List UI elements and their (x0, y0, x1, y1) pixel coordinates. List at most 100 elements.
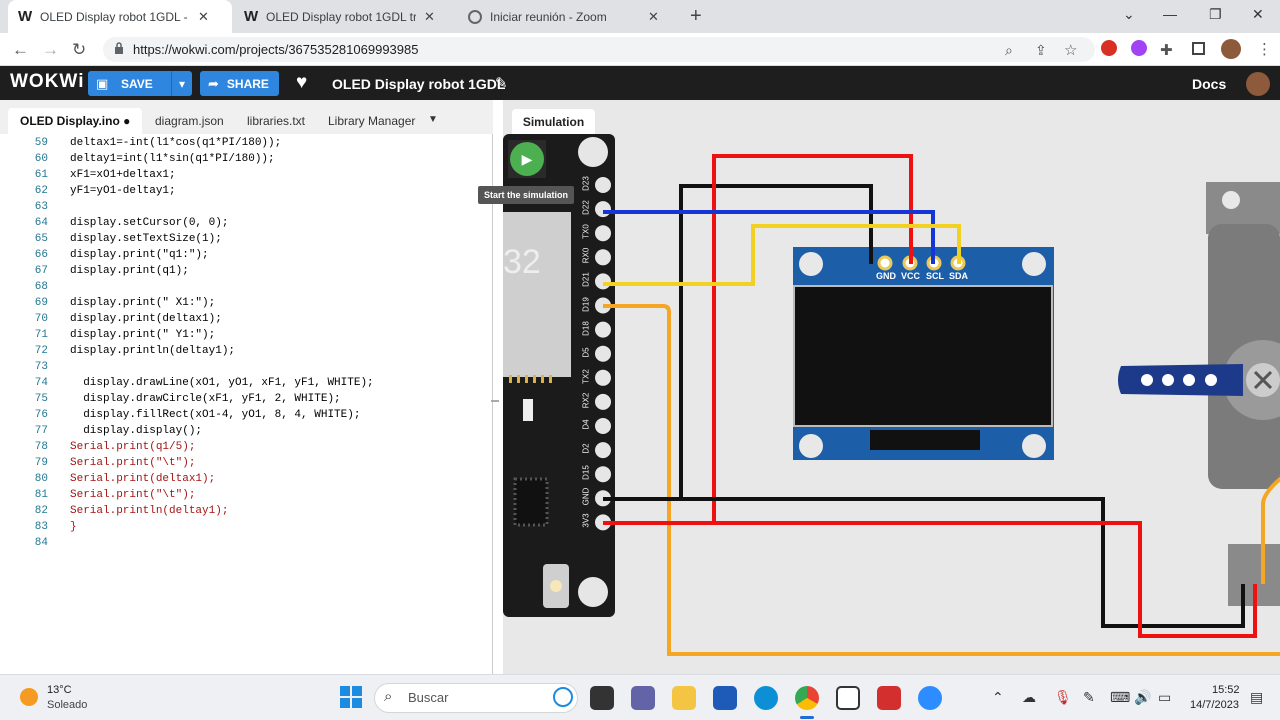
bookmark-star-icon[interactable]: ☆ (1064, 42, 1078, 59)
heart-icon[interactable]: ♥ (296, 72, 308, 93)
code-line[interactable]: display.setCursor(0, 0); (70, 217, 229, 229)
line-number: 72 (34, 345, 48, 357)
omnibox[interactable] (103, 37, 1095, 62)
store-icon[interactable] (713, 686, 737, 710)
clock-date[interactable]: 14/7/2023 (1190, 699, 1239, 711)
code-line[interactable]: Serial.print(q1/5); (70, 441, 196, 453)
edge-icon[interactable] (754, 686, 778, 710)
reload-icon[interactable]: ↻ (72, 40, 87, 59)
browser-tab-active[interactable]: W OLED Display robot 1GDL - Wok ✕ (8, 0, 232, 33)
code-line[interactable]: yF1=yO1-deltay1; (70, 185, 176, 197)
maximize-button[interactable]: ❐ (1209, 6, 1222, 22)
zoom-icon[interactable]: ⌕ (1005, 42, 1013, 58)
save-label: SAVE (121, 76, 153, 91)
microphone-icon[interactable]: 🎙 (1054, 689, 1072, 705)
taskbar-search[interactable] (374, 683, 578, 713)
tab-title: Iniciar reunión - Zoom (490, 9, 607, 24)
tabs-menu-icon[interactable]: ▼ (428, 114, 438, 125)
windows-start-icon[interactable] (340, 686, 362, 708)
splitter-handle[interactable] (491, 400, 499, 402)
close-tab-icon[interactable]: ✕ (648, 8, 659, 24)
menu-dots-icon[interactable]: ⋮ (1257, 41, 1272, 58)
file-explorer-icon[interactable] (672, 686, 696, 710)
wires (603, 154, 1280, 656)
share-page-icon[interactable]: ⇪ (1035, 42, 1047, 58)
share-button[interactable]: ➦ SHARE (200, 71, 279, 96)
acrobat-icon[interactable] (877, 686, 901, 710)
pen-icon[interactable]: ✎ (1083, 689, 1095, 705)
code-line[interactable]: display.fillRect(xO1-4, yO1, 8, 4, WHITE… (70, 409, 361, 421)
edit-pencil-icon[interactable]: ✎ (495, 75, 508, 92)
docs-link[interactable]: Docs (1192, 76, 1227, 92)
code-line[interactable]: deltax1=-int(l1*cos(q1*PI/180)); (70, 137, 282, 149)
close-window-button[interactable]: ✕ (1252, 6, 1264, 22)
code-line[interactable]: display.print(" X1:"); (70, 297, 216, 309)
code-line[interactable]: display.drawCircle(xF1, yF1, 2, WHITE); (70, 393, 341, 405)
bing-icon[interactable] (553, 687, 573, 707)
battery-icon[interactable]: ▭ (1158, 689, 1172, 705)
tab-diagram-json[interactable]: diagram.json (155, 114, 224, 128)
browser-tab[interactable]: Iniciar reunión - Zoom ✕ (458, 0, 680, 33)
pin-label: D21 (581, 272, 591, 288)
search-placeholder[interactable]: Buscar (408, 690, 449, 705)
whiteboard-icon[interactable] (836, 686, 860, 710)
minimize-button[interactable]: — (1163, 6, 1177, 22)
tab-simulation[interactable]: Simulation (512, 109, 595, 134)
code-line[interactable]: display.print(deltax1); (70, 313, 222, 325)
pin-pad (595, 369, 611, 386)
code-line[interactable]: display.print("q1:"); (70, 249, 209, 261)
zoom-app-icon[interactable] (918, 686, 942, 710)
keyboard-icon[interactable]: ⌨ (1110, 689, 1131, 705)
extension-icon[interactable] (1101, 40, 1117, 56)
code-line[interactable]: Serial.print("\t"); (70, 489, 196, 501)
user-avatar[interactable] (1246, 72, 1270, 96)
tab-libraries-txt[interactable]: libraries.txt (247, 114, 306, 128)
code-editor[interactable] (0, 134, 493, 674)
save-button[interactable]: ▣ SAVE ▾ (88, 71, 192, 96)
tab-oled-display-ino[interactable]: OLED Display.ino ● (8, 108, 143, 134)
code-line[interactable]: deltay1=int(l1*sin(q1*PI/180)); (70, 153, 275, 165)
code-line[interactable]: } (70, 521, 77, 533)
code-line[interactable]: display.print(" Y1:"); (70, 329, 216, 341)
onedrive-icon[interactable]: ☁ (1022, 689, 1036, 705)
save-disk-icon: ▣ (96, 75, 109, 91)
sun-icon[interactable] (20, 688, 38, 706)
code-line[interactable]: display.println(deltay1); (70, 345, 236, 357)
save-dropdown-icon[interactable]: ▾ (170, 71, 192, 96)
chrome-icon[interactable] (795, 686, 819, 710)
code-line[interactable]: Serial.print(deltax1); (70, 473, 216, 485)
close-tab-icon[interactable]: ✕ (198, 8, 209, 24)
code-line[interactable]: display.drawLine(xO1, yO1, xF1, yF1, WHI… (70, 377, 374, 389)
share-label: SHARE (226, 76, 269, 91)
extensions-puzzle-icon[interactable]: ✚ (1160, 42, 1173, 59)
forward-icon[interactable]: → (42, 40, 59, 59)
volume-icon[interactable]: 🔊 (1134, 689, 1152, 705)
code-line[interactable]: display.display(); (70, 425, 203, 437)
tab-library-manager[interactable]: Library Manager (328, 114, 416, 128)
wokwi-logo[interactable]: WOKWi (10, 71, 85, 92)
tab-search-icon[interactable]: ⌄ (1123, 6, 1135, 22)
code-line[interactable]: display.print(q1); (70, 265, 189, 277)
module-pins (509, 375, 552, 383)
code-line[interactable]: Serial.print("\t"); (70, 457, 196, 469)
code-line[interactable]: display.setTextSize(1); (70, 233, 222, 245)
play-icon[interactable]: ▶ (510, 142, 544, 176)
extension-k-icon[interactable] (1131, 40, 1147, 56)
profile-avatar[interactable] (1221, 39, 1241, 59)
weather-desc[interactable]: Soleado (47, 699, 88, 711)
teams-icon[interactable] (631, 686, 655, 710)
clock-time[interactable]: 15:52 (1212, 684, 1240, 696)
weather-temp[interactable]: 13°C (47, 684, 72, 696)
line-number: 81 (34, 489, 48, 501)
side-panel-icon[interactable] (1192, 42, 1205, 55)
back-icon[interactable]: ← (12, 40, 29, 59)
task-view-icon[interactable] (590, 686, 614, 710)
new-tab-button[interactable]: + (690, 5, 702, 27)
browser-tab[interactable]: W OLED Display robot 1GDL trap - ✕ (234, 0, 456, 33)
code-line[interactable]: Serial.println(deltay1); (70, 505, 229, 517)
code-line[interactable]: xF1=xO1+deltax1; (70, 169, 176, 181)
tray-chevron-icon[interactable]: ⌃ (992, 689, 1004, 705)
notifications-icon[interactable]: ▤ (1250, 689, 1264, 705)
close-tab-icon[interactable]: ✕ (424, 8, 435, 24)
url-text[interactable]: https://wokwi.com/projects/3675352810699… (133, 42, 419, 57)
